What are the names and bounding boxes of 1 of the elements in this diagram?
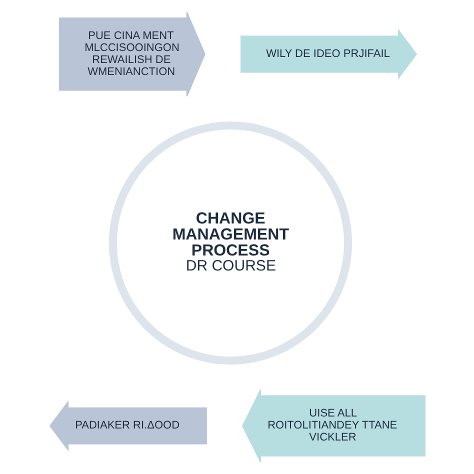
node-circle: CHANGE MANAGEMENT PROCESS DR COURSE [108, 121, 352, 365]
